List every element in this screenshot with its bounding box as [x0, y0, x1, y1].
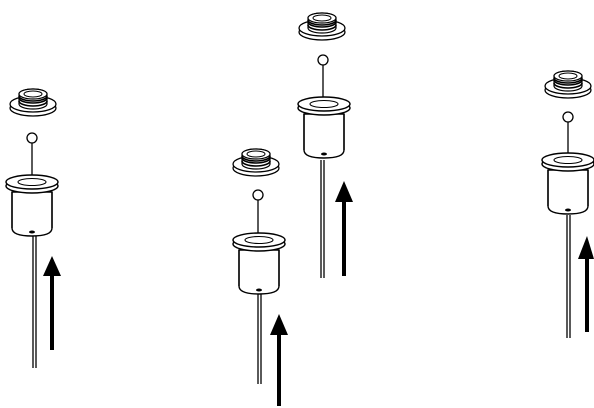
pin-rod	[252, 189, 264, 384]
flanged-bushing	[541, 152, 594, 215]
assembly-3	[297, 12, 353, 278]
threaded-fitting	[9, 88, 57, 117]
pin-rod	[317, 54, 329, 278]
threaded-fitting	[298, 12, 346, 41]
arrow-up	[43, 256, 61, 350]
pin-rod	[562, 111, 574, 338]
arrow-up	[578, 236, 594, 332]
threaded-fitting	[232, 148, 280, 177]
assembly-2	[232, 148, 288, 406]
threaded-fitting	[544, 70, 592, 99]
flanged-bushing	[232, 232, 286, 295]
flanged-bushing	[297, 96, 351, 159]
flanged-bushing	[5, 174, 59, 237]
arrow-up	[335, 181, 353, 276]
assembly-1	[5, 88, 61, 368]
pin-rod	[26, 132, 38, 368]
assembly-4	[541, 70, 594, 338]
arrow-up	[270, 314, 288, 406]
